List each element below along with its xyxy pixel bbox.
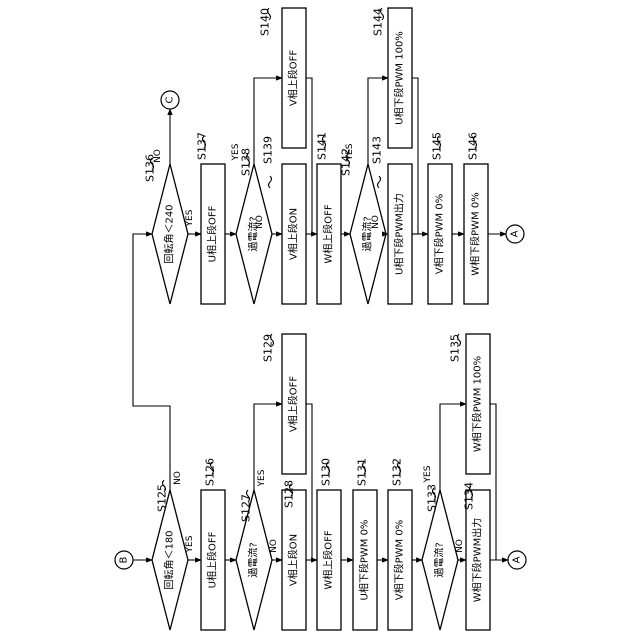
step-id-s146: S146 [467,132,480,160]
decision-s136-text: 回転角＜240 [164,204,176,263]
step-id-s138: S138 [240,148,253,176]
step-id-s135: S135 [449,334,462,362]
process-s130-text: W相上段OFF [322,530,335,590]
step-id-s128: S128 [283,480,296,508]
process-s141-text: W相上段OFF [322,204,335,264]
step-id-s126: S126 [204,458,217,486]
s136-no-label: NO [153,149,163,163]
connector-a-upper-label: A [510,230,521,237]
process-s145-text: V相下段PWM 0% [433,194,446,274]
step-id-s144: S144 [372,8,385,36]
process-s139-text: V相上段ON [287,208,300,260]
s136-yes-label: YES [185,209,195,227]
step-id-s133: S133 [426,484,439,512]
step-id-s139: S139 [262,136,275,164]
connector-c-label: C [165,96,176,103]
process-s126-text: U相上段OFF [206,531,219,588]
edge-s140-merge [306,78,312,234]
process-s132-text: V相下段PWM 0% [393,520,406,600]
decision-s127-text: 過電流? [247,542,260,577]
s138-no-label: NO [255,215,265,229]
edge-s144-merge [412,78,418,234]
process-s144-text: U相下段PWM 100% [393,31,406,125]
process-s140-text: V相上段OFF [287,50,300,106]
process-s134-text: W相下段PWM出力 [471,518,484,602]
step-id-s129: S129 [262,334,275,362]
process-s137-text: U相上段OFF [206,205,219,262]
process-s146-text: W相下段PWM 0% [469,192,482,275]
upper-flow: 回転角＜240 S136 NO YES C U相上段OFF S137 過電流? … [144,8,525,304]
edge-s135-merge [490,404,496,560]
s133-no-label: NO [455,539,465,553]
step-id-s137: S137 [196,132,209,160]
s142-no-label: NO [371,215,381,229]
step-id-s127: S127 [240,494,253,522]
process-s143-text: U相下段PWM出力 [393,193,406,275]
step-id-s130: S130 [320,458,333,486]
leader-s139 [269,176,272,188]
decision-s125-text: 回転角＜180 [164,530,176,589]
decision-s133-text: 過電流? [433,542,446,577]
s138-yes-label: YES [231,143,241,161]
step-id-s140: S140 [259,8,272,36]
step-id-s141: S141 [316,132,329,160]
s125-no-label: NO [173,471,183,485]
s133-yes-label: YES [423,465,433,483]
process-s129-text: V相上段OFF [287,376,300,432]
s127-yes-label: YES [257,469,267,487]
process-s135-text: W相下段PWM 100% [471,356,484,452]
edge-s129-merge [306,404,312,560]
s127-no-label: NO [269,539,279,553]
connector-b-label: B [119,556,130,563]
step-id-s125: S125 [156,484,169,512]
step-id-s145: S145 [431,132,444,160]
step-id-s131: S131 [356,458,369,486]
process-s131-text: U相下段PWM 0% [358,520,371,601]
step-id-s132: S132 [391,458,404,486]
connector-a-lower-label: A [512,556,523,563]
edge-s133-yes-s135 [440,404,466,490]
step-id-s143: S143 [371,136,384,164]
leader-s143 [378,176,381,188]
step-id-s134: S134 [463,482,476,510]
process-s128-text: V相上段ON [287,534,300,586]
s125-yes-label: YES [185,535,195,553]
